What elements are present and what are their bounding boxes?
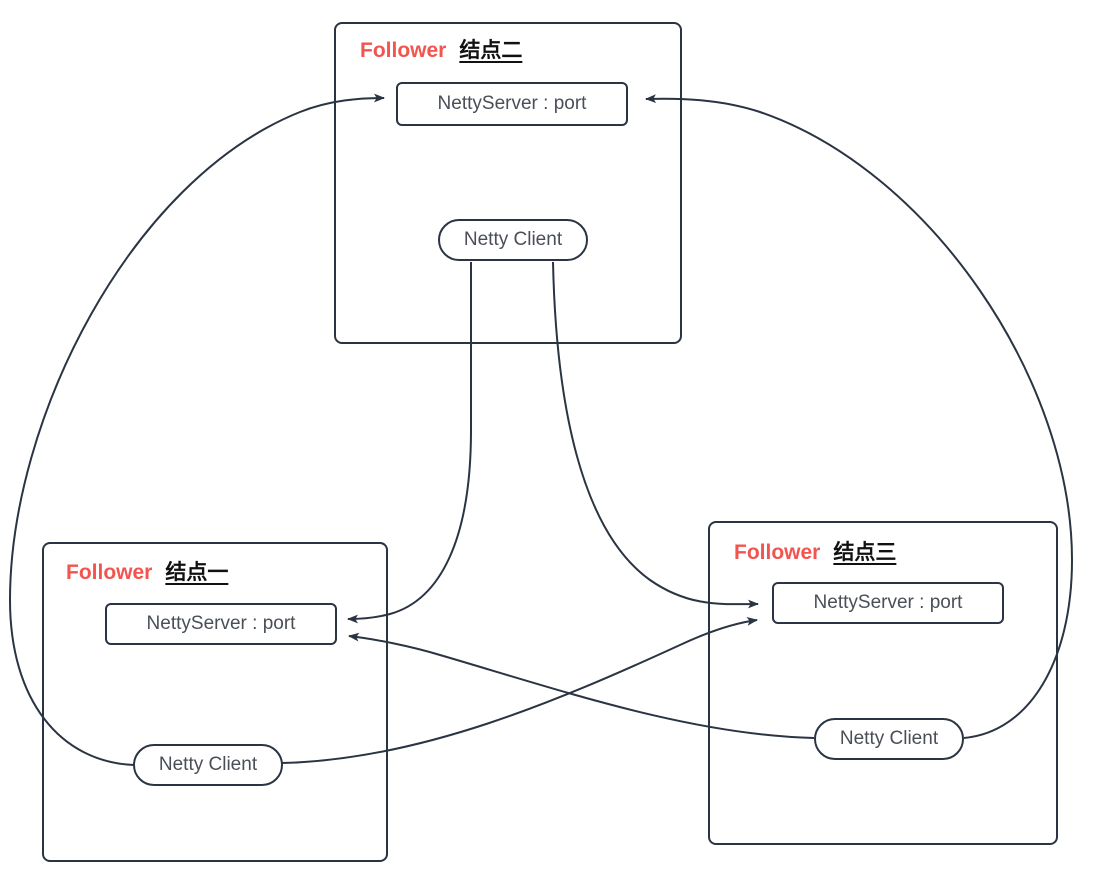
node-two-name: 结点二: [459, 39, 523, 62]
node-three-title: Follower 结点三: [734, 542, 896, 563]
node-two-role-label: Follower: [360, 39, 447, 62]
edge-node-one-client-to-node-two-server: [8, 93, 385, 766]
edge-node-one-client-to-node-three-server: [281, 616, 758, 764]
node-three-container[interactable]: [708, 521, 1058, 845]
node-two-container[interactable]: [334, 22, 682, 344]
edge-node-three-client-to-node-two-server: [645, 94, 1074, 739]
edge-node-two-client-to-node-three-server: [552, 261, 759, 609]
node-two-server-label: NettyServer : port: [437, 93, 587, 114]
node-one-server-label: NettyServer : port: [146, 613, 296, 634]
node-one-title: Follower 结点一: [66, 562, 228, 583]
node-one-server-box[interactable]: NettyServer : port: [105, 603, 337, 645]
edge-node-three-client-to-node-one-server: [348, 632, 815, 739]
node-three-server-label: NettyServer : port: [813, 592, 963, 613]
node-one-role-label: Follower: [66, 561, 153, 584]
node-one-client-box[interactable]: Netty Client: [133, 744, 283, 786]
edge-node-two-client-to-node-one-server: [347, 262, 472, 624]
node-one-client-label: Netty Client: [158, 754, 258, 775]
node-one-container[interactable]: [42, 542, 388, 862]
node-two-title: Follower 结点二: [360, 40, 522, 61]
node-two-client-label: Netty Client: [463, 229, 563, 250]
node-three-name: 结点三: [833, 541, 897, 564]
node-one-name: 结点一: [165, 561, 229, 584]
node-two-server-box[interactable]: NettyServer : port: [396, 82, 628, 126]
node-three-client-label: Netty Client: [839, 728, 939, 749]
node-two-client-box[interactable]: Netty Client: [438, 219, 588, 261]
node-three-server-box[interactable]: NettyServer : port: [772, 582, 1004, 624]
node-three-client-box[interactable]: Netty Client: [814, 718, 964, 760]
node-three-role-label: Follower: [734, 541, 821, 564]
